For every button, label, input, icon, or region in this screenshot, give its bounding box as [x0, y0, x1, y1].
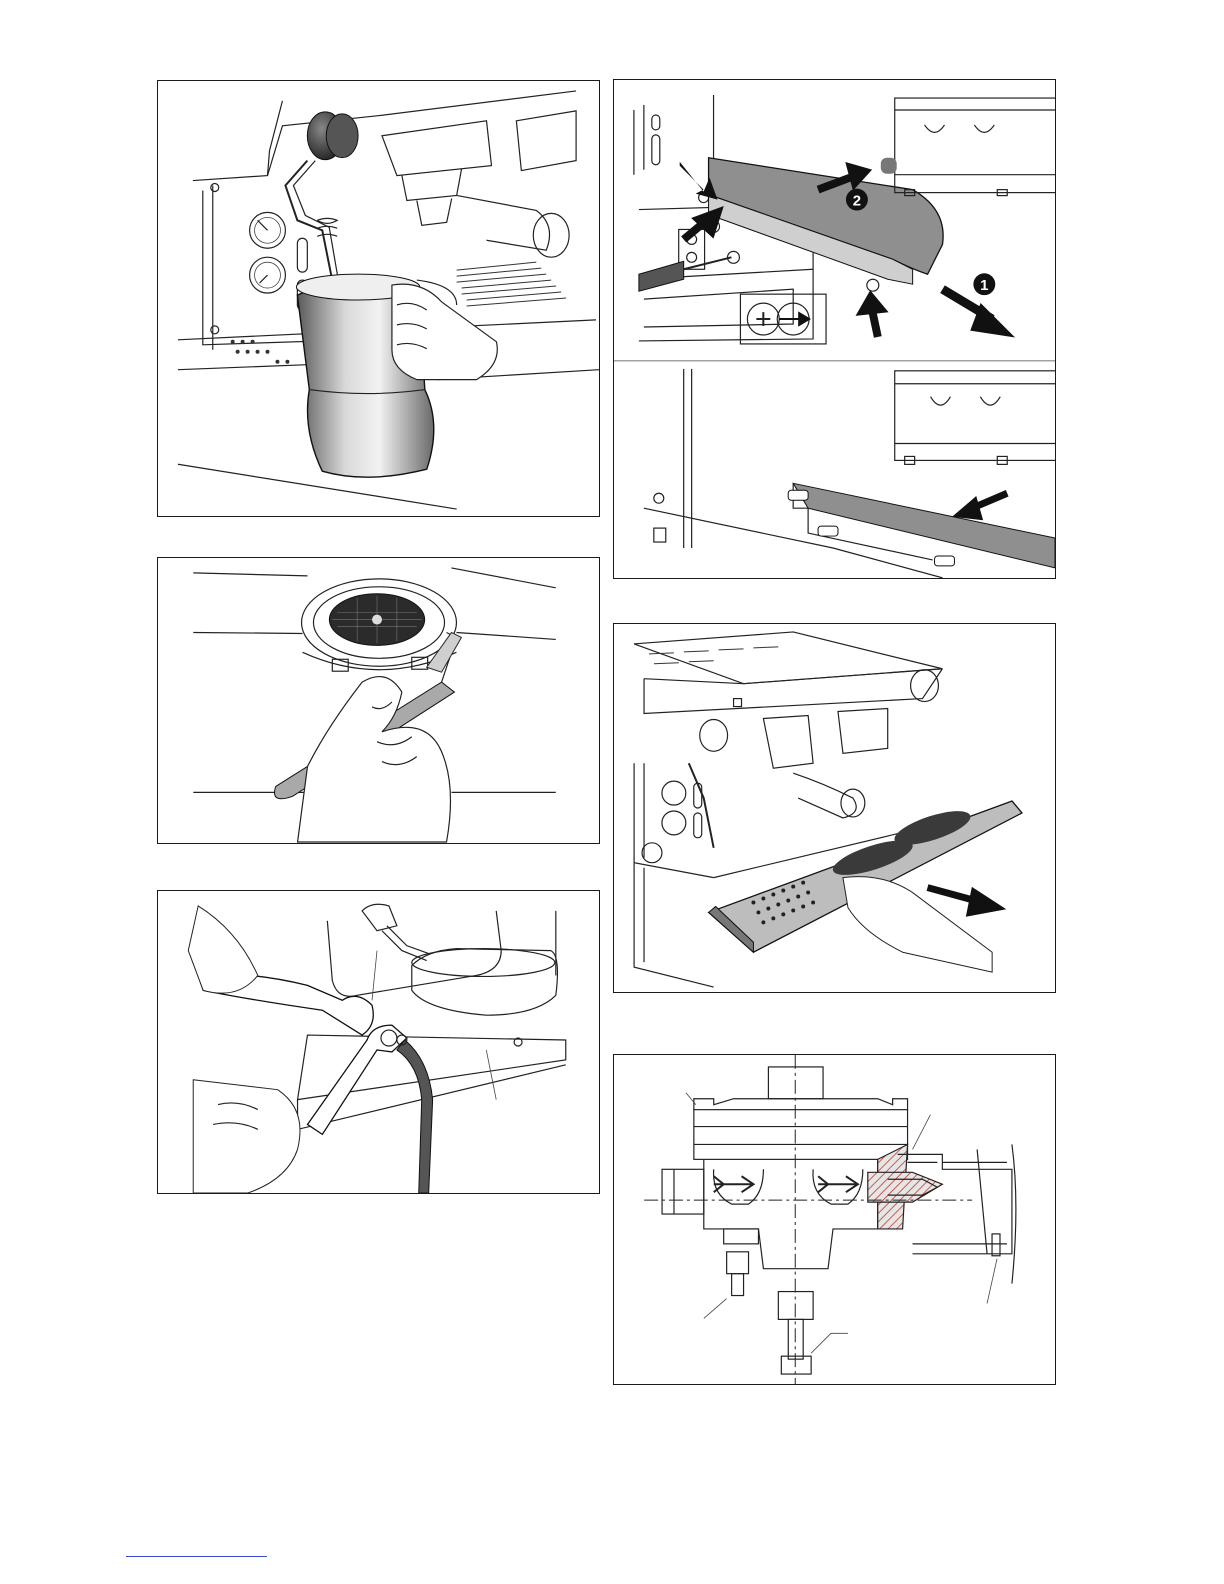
callout-2: 2 — [853, 193, 861, 210]
footer-rule — [126, 1556, 267, 1557]
figure-drip-tray-removal — [613, 623, 1056, 993]
steam-wand-illustration — [158, 81, 599, 516]
figure-steam-wand-jug — [157, 80, 600, 517]
wrench-illustration — [158, 891, 599, 1193]
figure-panel-removal: 2 1 — [613, 79, 1056, 579]
figure-filter-holder-brush — [157, 557, 600, 844]
panel-removal-illustration: 2 1 — [614, 80, 1055, 578]
callout-1: 1 — [980, 277, 988, 294]
valve-section-illustration — [614, 1055, 1055, 1384]
filter-brush-illustration — [158, 558, 599, 843]
figure-wrench-fitting — [157, 890, 600, 1194]
figure-valve-section — [613, 1054, 1056, 1385]
drip-tray-illustration — [614, 624, 1055, 992]
